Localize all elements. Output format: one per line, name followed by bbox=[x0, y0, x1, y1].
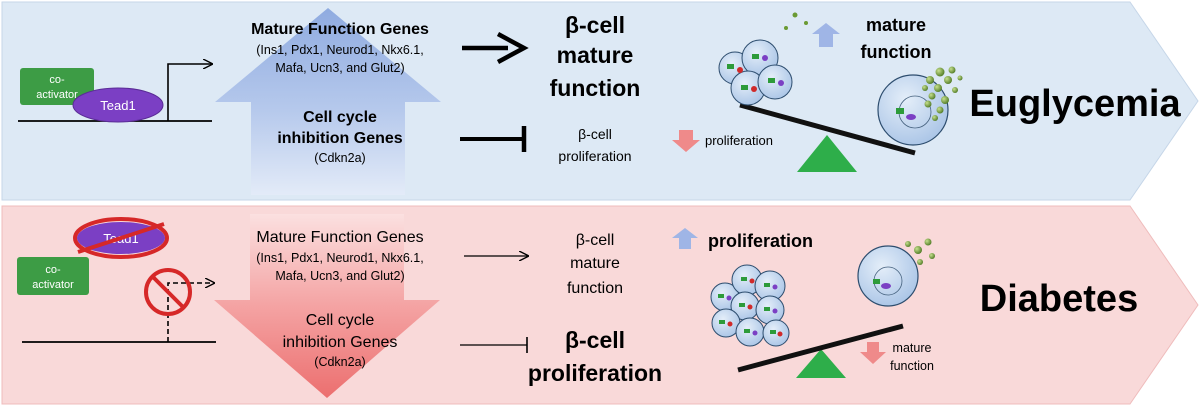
top-outcome-function: function bbox=[550, 75, 641, 101]
bottom-fulcrum bbox=[796, 349, 846, 378]
top-cellcycle-genes-sub: (Cdkn2a) bbox=[314, 151, 365, 165]
top-activate-arrowhead bbox=[496, 32, 529, 64]
top-outcome-function: mature bbox=[557, 42, 634, 68]
bottom-mature-genes-title: Mature Function Genes bbox=[256, 229, 423, 246]
top-promoter-arrow bbox=[167, 64, 212, 121]
top-coactivator-label: co- bbox=[49, 74, 65, 86]
top-cellcycle-genes-title: inhibition Genes bbox=[277, 130, 402, 147]
bottom-outcome-function: mature bbox=[570, 255, 620, 272]
bottom-seesaw-beam bbox=[737, 323, 904, 373]
euglycemia-label: Euglycemia bbox=[969, 83, 1181, 125]
bottom-tead1-crossed: Tead1 bbox=[73, 217, 169, 259]
top-outcome-proliferation: β-cell bbox=[578, 126, 612, 142]
top-down-indicator-icon bbox=[672, 130, 700, 152]
bottom-coactivator-box: co- activator bbox=[17, 257, 89, 295]
bottom-large-cell-icon bbox=[857, 245, 919, 307]
top-up-indicator-icon bbox=[812, 23, 840, 47]
bottom-up-indicator-icon bbox=[672, 228, 698, 249]
bottom-promoter-arrow bbox=[167, 283, 214, 342]
top-small-cell-cluster-icon bbox=[718, 12, 808, 106]
bottom-outcome-proliferation: β-cell bbox=[565, 327, 625, 353]
bottom-coactivator-label: activator bbox=[32, 279, 74, 291]
top-coactivator-box: co- activator bbox=[20, 68, 94, 105]
bottom-cellcycle-genes-title: inhibition Genes bbox=[283, 334, 398, 351]
top-tead1-oval: Tead1 bbox=[72, 87, 164, 123]
bottom-outcome-function: β-cell bbox=[576, 232, 615, 249]
bottom-small-cell-cluster-icon bbox=[710, 264, 790, 347]
diabetes-label: Diabetes bbox=[980, 278, 1138, 320]
top-mature-genes-title: Mature Function Genes bbox=[251, 21, 429, 38]
top-mature-genes-list: (Ins1, Pdx1, Neurod1, Nkx6.1, bbox=[256, 43, 423, 57]
bottom-down-arrow bbox=[214, 214, 440, 398]
bottom-indicator-function: function bbox=[890, 359, 934, 373]
top-outcome-proliferation: proliferation bbox=[558, 148, 631, 164]
bottom-indicator-function: mature bbox=[893, 341, 932, 355]
top-indicator-function: function bbox=[861, 42, 932, 62]
top-insulin-granules-icon bbox=[922, 66, 963, 121]
top-fulcrum bbox=[797, 135, 857, 172]
no-symbol-icon bbox=[144, 268, 192, 316]
top-tead1-label: Tead1 bbox=[100, 98, 135, 113]
top-seesaw-beam bbox=[739, 102, 916, 156]
bottom-indicator-proliferation: proliferation bbox=[708, 231, 813, 251]
top-large-cell-icon bbox=[877, 74, 949, 146]
bottom-mature-genes-list: Mafa, Ucn3, and Glut2) bbox=[275, 269, 404, 283]
top-up-arrow bbox=[215, 8, 441, 195]
bottom-cellcycle-genes-sub: (Cdkn2a) bbox=[314, 355, 365, 369]
top-coactivator-label: activator bbox=[36, 89, 78, 101]
bottom-insulin-granules-icon bbox=[905, 238, 935, 265]
bottom-mature-genes-list: (Ins1, Pdx1, Neurod1, Nkx6.1, bbox=[256, 251, 423, 265]
bottom-cellcycle-genes-title: Cell cycle bbox=[306, 312, 375, 329]
bottom-outcome-proliferation: proliferation bbox=[528, 360, 662, 386]
top-cellcycle-genes-title: Cell cycle bbox=[303, 109, 377, 126]
bottom-down-indicator-icon bbox=[860, 342, 886, 364]
top-indicator-function: mature bbox=[866, 15, 926, 35]
bottom-coactivator-label: co- bbox=[45, 264, 61, 276]
top-mature-genes-list: Mafa, Ucn3, and Glut2) bbox=[275, 61, 404, 75]
bottom-outcome-function: function bbox=[567, 280, 623, 297]
top-outcome-function: β-cell bbox=[565, 12, 625, 38]
top-indicator-proliferation: proliferation bbox=[705, 133, 773, 148]
